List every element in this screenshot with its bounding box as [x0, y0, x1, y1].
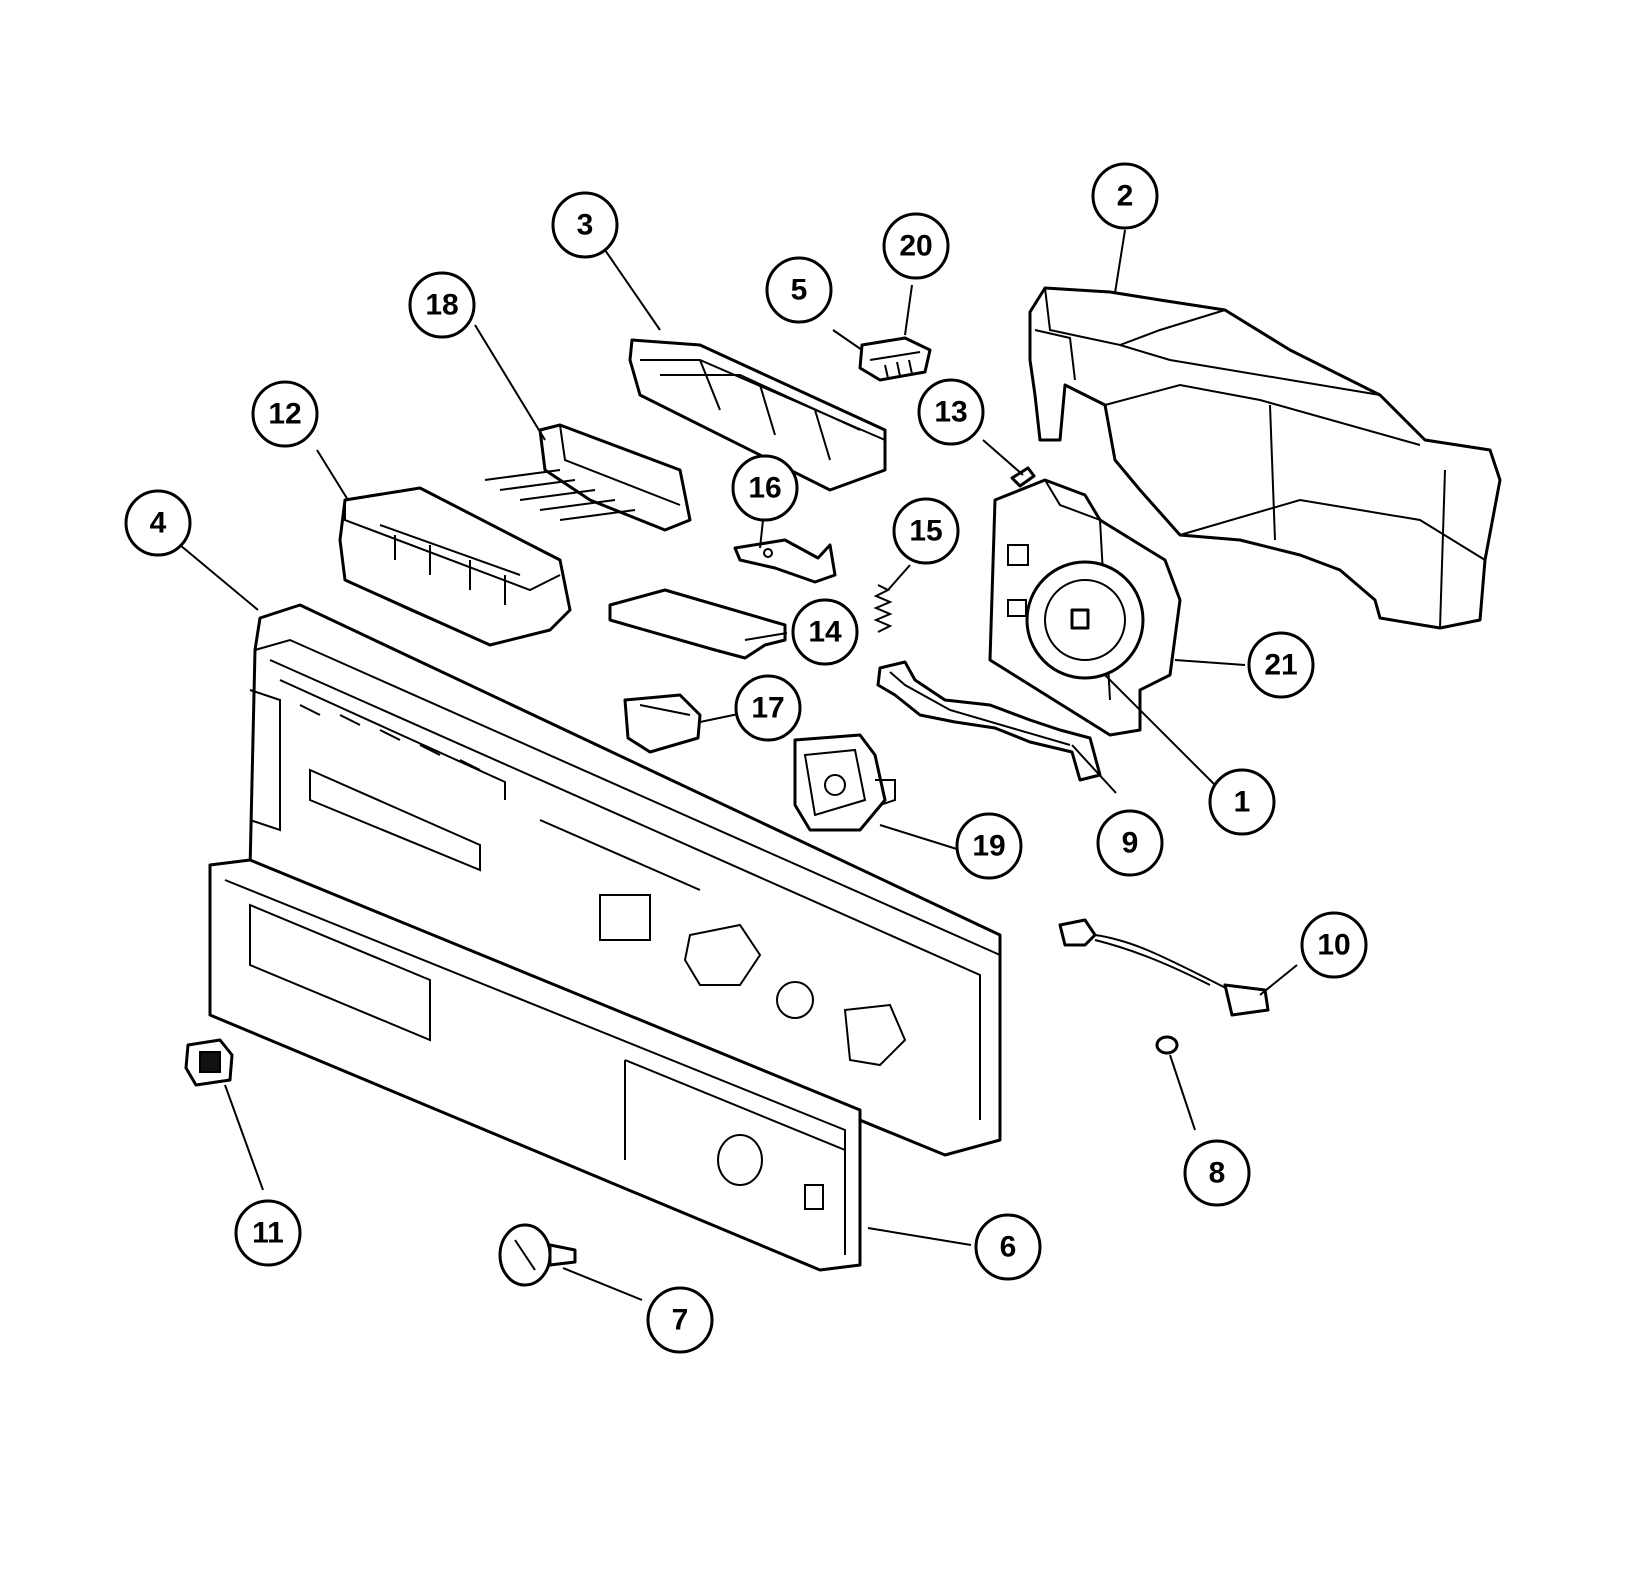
callouts: 1 2 3 4 5 6 7 8 [124, 162, 1368, 1354]
leader-20 [904, 284, 913, 336]
leader-21 [1174, 659, 1246, 666]
callout-12: 12 [251, 380, 319, 448]
leader-9 [1071, 744, 1117, 794]
callout-1: 1 [1208, 768, 1276, 836]
svg-text:12: 12 [268, 398, 301, 431]
callout-14: 14 [791, 598, 859, 666]
svg-text:15: 15 [909, 515, 942, 548]
part-15-spring [873, 584, 893, 633]
callout-15: 15 [892, 497, 960, 565]
svg-text:10: 10 [1317, 929, 1350, 962]
part-6-front-panel [208, 858, 862, 1272]
part-4-control-panel [248, 603, 1002, 1157]
part-9-lever [876, 660, 1102, 782]
svg-text:17: 17 [751, 692, 784, 725]
callout-19: 19 [955, 812, 1023, 880]
svg-text:3: 3 [577, 209, 594, 242]
part-10-wire-harness [1058, 918, 1270, 1017]
svg-text:16: 16 [748, 472, 781, 505]
leader-3 [604, 249, 661, 331]
svg-text:6: 6 [1000, 1231, 1017, 1264]
svg-text:11: 11 [252, 1217, 284, 1250]
svg-text:4: 4 [150, 507, 167, 540]
callout-9: 9 [1096, 809, 1164, 877]
callout-10: 10 [1300, 911, 1368, 979]
callout-5: 5 [765, 256, 833, 324]
leader-7 [562, 1267, 643, 1301]
part-11-rocker-switch [184, 1038, 234, 1087]
leader-15 [887, 564, 911, 591]
leader-14 [744, 632, 788, 641]
svg-text:5: 5 [791, 274, 808, 307]
part-7-knob [498, 1223, 577, 1287]
part-13-screw [1010, 466, 1036, 488]
part-3-membrane-frame [628, 338, 887, 492]
leader-10 [1259, 964, 1298, 996]
leader-16 [759, 519, 764, 549]
leader-13 [982, 439, 1024, 476]
svg-text:14: 14 [808, 616, 842, 649]
part-2-housing [1028, 286, 1502, 630]
leader-19 [879, 824, 961, 851]
callout-20: 20 [882, 212, 950, 280]
svg-text:1: 1 [1234, 786, 1251, 819]
leader-6 [867, 1227, 972, 1246]
leader-4 [179, 544, 259, 611]
svg-text:13: 13 [934, 396, 967, 429]
svg-text:20: 20 [899, 230, 932, 263]
leader-lines [179, 229, 1298, 1301]
leader-5 [832, 329, 863, 351]
callout-11: 11 [234, 1199, 302, 1267]
callout-4: 4 [124, 489, 192, 557]
svg-text:7: 7 [672, 1304, 689, 1337]
part-17-small-switch [623, 693, 702, 754]
leader-2 [1114, 229, 1126, 294]
leader-18 [474, 324, 546, 441]
callout-3: 3 [551, 191, 619, 259]
callout-2: 2 [1091, 162, 1159, 230]
part-8-cap [1155, 1035, 1179, 1055]
svg-text:21: 21 [1264, 649, 1297, 682]
svg-text:19: 19 [972, 830, 1005, 863]
part-16-clip [733, 538, 837, 584]
callout-13: 13 [917, 378, 985, 446]
svg-text:18: 18 [425, 289, 458, 322]
callout-21: 21 [1247, 631, 1315, 699]
svg-text:2: 2 [1117, 180, 1134, 213]
leader-12 [316, 449, 349, 501]
leader-8 [1169, 1054, 1196, 1131]
leader-1 [1104, 674, 1226, 796]
svg-text:8: 8 [1209, 1157, 1226, 1190]
part-20-connector [858, 336, 932, 382]
callout-18: 18 [408, 271, 476, 339]
callout-16: 16 [731, 454, 799, 522]
part-21-timer [988, 478, 1182, 737]
callout-8: 8 [1183, 1139, 1251, 1207]
part-12-switch-housing [338, 486, 572, 647]
part-14-insulator-sheet [608, 588, 787, 660]
callout-7: 7 [646, 1286, 714, 1354]
part-18-switch-bracket [484, 423, 692, 532]
callout-6: 6 [974, 1213, 1042, 1281]
part-19-relay [793, 733, 896, 832]
svg-text:9: 9 [1122, 827, 1139, 860]
callout-17: 17 [734, 674, 802, 742]
leader-11 [224, 1084, 264, 1191]
